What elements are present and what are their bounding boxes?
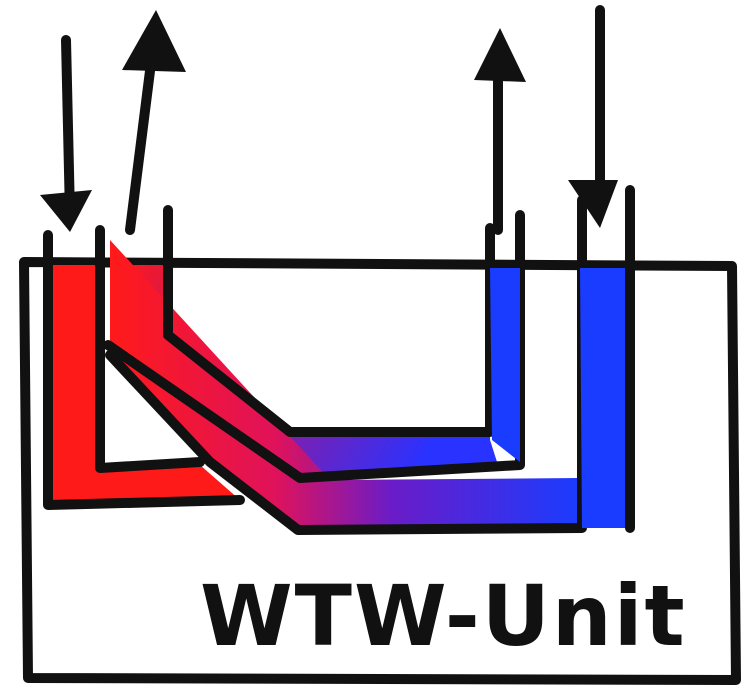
arrow-up-right	[474, 28, 526, 235]
duct-warm-outer	[43, 225, 245, 510]
unit-label: WTW-Unit	[200, 567, 687, 665]
arrow-down-right	[568, 5, 618, 228]
arrow-up-left	[122, 10, 186, 235]
duct-cold-outer	[490, 185, 635, 533]
arrow-down-left	[40, 35, 92, 232]
